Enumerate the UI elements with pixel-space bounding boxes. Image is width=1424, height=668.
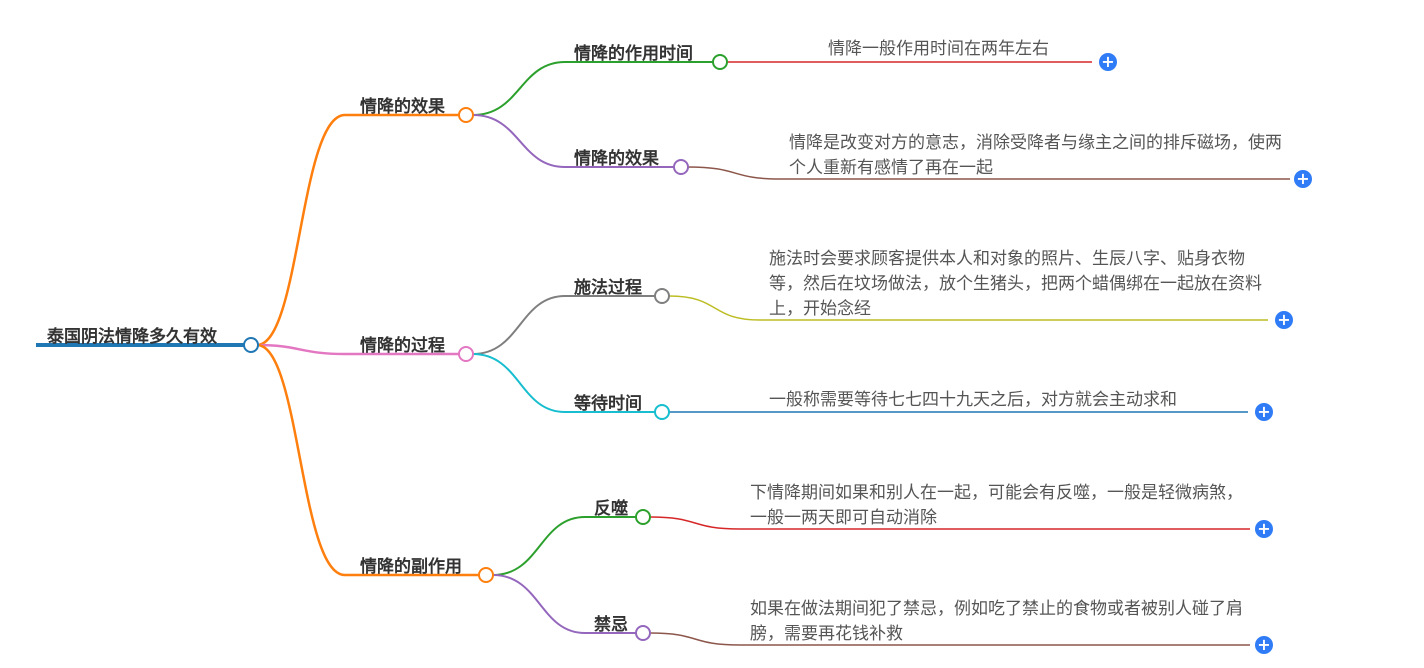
sub-node[interactable]: 施法过程 xyxy=(574,278,642,298)
sub-line xyxy=(472,114,674,168)
sub-node[interactable]: 等待时间 xyxy=(574,394,642,414)
branch-node-side-effects[interactable]: 情降的副作用 xyxy=(360,557,462,577)
collapse-toggle[interactable] xyxy=(635,509,651,525)
sub-node[interactable]: 情降的效果 xyxy=(574,149,659,169)
collapse-toggle[interactable] xyxy=(673,159,689,175)
collapse-toggle[interactable] xyxy=(712,54,728,70)
root-collapse-toggle[interactable] xyxy=(243,337,259,353)
expand-plus-icon[interactable]: + xyxy=(1294,170,1312,188)
expand-plus-icon[interactable]: + xyxy=(1275,311,1293,329)
expand-plus-icon[interactable]: + xyxy=(1255,636,1273,654)
leaf-node[interactable]: 下情降期间如果和别人在一起，可能会有反噬，一般是轻微病煞，一般一两天即可自动消除 xyxy=(750,483,1243,528)
expand-plus-icon[interactable]: + xyxy=(1255,403,1273,421)
sub-node[interactable]: 禁忌 xyxy=(594,615,628,635)
leaf-node[interactable]: 情降是改变对方的意志，消除受降者与缘主之间的排斥磁场，使两个人重新有感情了再在一… xyxy=(789,133,1282,178)
leaf-node[interactable]: 施法时会要求顾客提供本人和对象的照片、生辰八字、贴身衣物等，然后在坟场做法，放个… xyxy=(769,249,1262,319)
branch-node-effect[interactable]: 情降的效果 xyxy=(360,97,445,117)
collapse-toggle[interactable] xyxy=(654,404,670,420)
leaf-node[interactable]: 一般称需要等待七七四十九天之后，对方就会主动求和 xyxy=(769,390,1177,410)
leaf-line xyxy=(687,166,1290,180)
collapse-toggle[interactable] xyxy=(478,567,494,583)
branch-line-process xyxy=(256,343,459,356)
leaf-line xyxy=(668,295,1268,321)
sub-line xyxy=(472,295,655,355)
sub-line xyxy=(492,574,636,634)
branch-line-side-effects xyxy=(256,343,479,577)
leaf-line xyxy=(649,632,1250,646)
leaf-node[interactable]: 情降一般作用时间在两年左右 xyxy=(828,39,1049,59)
collapse-toggle[interactable] xyxy=(635,625,651,641)
leaf-line xyxy=(649,516,1250,530)
expand-plus-icon[interactable]: + xyxy=(1099,53,1117,71)
sub-line xyxy=(472,61,713,116)
collapse-toggle[interactable] xyxy=(458,346,474,362)
branch-line-effect xyxy=(256,113,459,347)
collapse-toggle[interactable] xyxy=(654,288,670,304)
branch-node-process[interactable]: 情降的过程 xyxy=(360,336,445,356)
sub-node[interactable]: 反噬 xyxy=(594,499,628,519)
sub-line xyxy=(492,516,636,576)
sub-line xyxy=(472,353,655,413)
root-node[interactable]: 泰国阴法情降多久有效 xyxy=(47,327,217,347)
sub-node[interactable]: 情降的作用时间 xyxy=(574,44,693,64)
leaf-node[interactable]: 如果在做法期间犯了禁忌，例如吃了禁止的食物或者被别人碰了肩膀，需要再花钱补救 xyxy=(750,599,1243,644)
expand-plus-icon[interactable]: + xyxy=(1255,520,1273,538)
collapse-toggle[interactable] xyxy=(458,107,474,123)
